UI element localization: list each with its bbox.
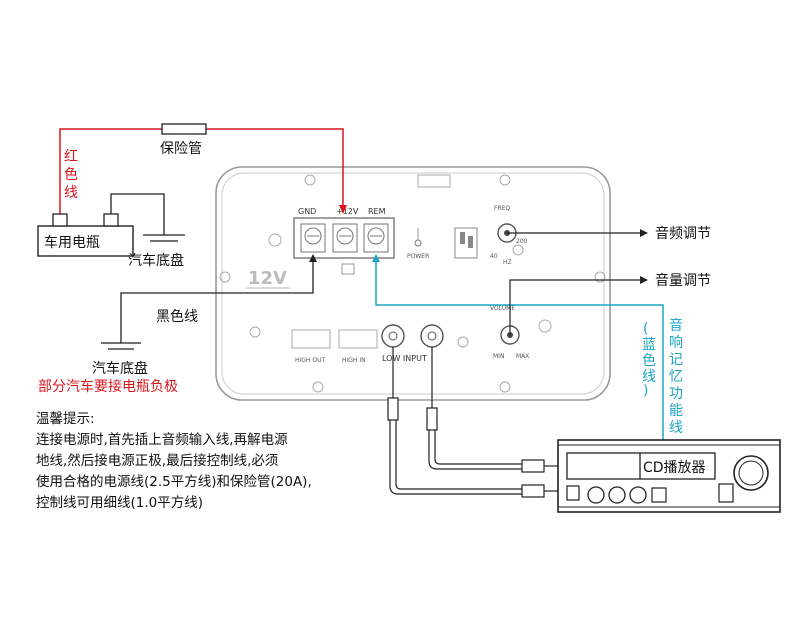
black-wire-label: 黑色线 bbox=[156, 308, 198, 325]
cd-player-label: CD播放器 bbox=[643, 460, 706, 476]
memory-wire-label-5: 功 bbox=[669, 386, 683, 402]
memory-wire-label-6: 能 bbox=[669, 403, 683, 419]
volume-callout bbox=[509, 276, 648, 335]
high-in-label: HIGH IN bbox=[342, 357, 366, 364]
cd-button-3 bbox=[629, 486, 647, 504]
dip-switch bbox=[454, 227, 478, 259]
chassis-ground-symbol-top bbox=[143, 234, 185, 242]
red-power-wire bbox=[59, 128, 347, 215]
fuse-label: 保险管 bbox=[160, 141, 202, 157]
memory-wire-label-1: 音 bbox=[669, 317, 683, 334]
tips-line-4: 控制线可用细线(1.0平方线) bbox=[36, 495, 204, 511]
tips-line-1: 连接电源时,首先插上音频输入线,再解电源 bbox=[36, 432, 288, 448]
high-out-label: HIGH OUT bbox=[295, 357, 325, 364]
12v-mark: 12V bbox=[248, 268, 287, 289]
blue-wire-label-3: 色 bbox=[642, 352, 656, 369]
rca-right-jack bbox=[420, 324, 444, 348]
tips-block: 温馨提示: 连接电源时,首先插上音频输入线,再解电源 地线,然后接电源正极,最后… bbox=[36, 409, 312, 514]
freq-200-label: 200 bbox=[516, 238, 528, 245]
freq-label: FREQ bbox=[494, 205, 510, 212]
red-wire-label-3: 线 bbox=[64, 185, 78, 201]
gnd-label: GND bbox=[298, 207, 316, 216]
fuse-socket bbox=[341, 263, 355, 275]
tips-line-2: 地线,然后接电源正极,最后接控制线,必须 bbox=[36, 453, 279, 469]
rem-label: REM bbox=[368, 207, 386, 216]
battery: 车用电瓶 bbox=[37, 213, 134, 257]
low-input-label: LOW INPUT bbox=[382, 354, 427, 363]
cd-square-button bbox=[651, 487, 667, 503]
negative-note: 部分汽车要接电瓶负极 bbox=[38, 378, 178, 395]
terminal-rem bbox=[363, 223, 389, 253]
chassis-ground-symbol-bottom bbox=[101, 342, 141, 350]
chassis-bottom-label: 汽车底盘 bbox=[92, 360, 148, 377]
high-out-port bbox=[291, 329, 331, 349]
battery-label: 车用电瓶 bbox=[44, 234, 100, 251]
high-in-port bbox=[338, 329, 378, 349]
tips-line-3: 使用合格的电源线(2.5平方线)和保险管(20A), bbox=[36, 474, 312, 490]
freq-callout bbox=[507, 229, 648, 237]
rca-cable-right bbox=[426, 347, 558, 473]
power-label: POWER bbox=[407, 253, 429, 260]
plus12v-label: +12V bbox=[336, 207, 359, 216]
volume-label: VOLUME bbox=[490, 305, 515, 312]
battery-ground-wire bbox=[110, 193, 165, 235]
cd-display bbox=[566, 452, 716, 480]
cd-eject-button bbox=[718, 483, 734, 503]
memory-wire-label-4: 忆 bbox=[669, 369, 683, 385]
blue-wire-label-5: ) bbox=[643, 383, 648, 399]
tips-title: 温馨提示: bbox=[36, 411, 95, 427]
red-wire-label-1: 红 bbox=[64, 149, 78, 165]
black-ground-wire bbox=[120, 254, 317, 343]
memory-wire-label-3: 记 bbox=[669, 352, 683, 368]
blue-wire-label-4: 线 bbox=[642, 369, 656, 385]
memory-wire-label-7: 线 bbox=[669, 420, 683, 436]
terminal-gnd bbox=[300, 223, 326, 253]
red-wire-label-2: 色 bbox=[64, 166, 78, 183]
freq-hz-label: HZ bbox=[503, 259, 512, 266]
blue-wire-label-2: 蓝 bbox=[642, 337, 656, 353]
volume-adjust-label: 音量调节 bbox=[655, 272, 711, 289]
cd-slot-button bbox=[566, 485, 580, 501]
chassis-top-label: 汽车底盘 bbox=[128, 252, 184, 269]
freq-adjust-label: 音频调节 bbox=[655, 225, 711, 242]
min-label: MIN bbox=[493, 353, 504, 360]
cd-button-2 bbox=[608, 486, 626, 504]
rca-left-jack bbox=[381, 324, 405, 348]
cd-button-1 bbox=[587, 486, 605, 504]
blue-wire-label-1: ( bbox=[643, 321, 648, 337]
terminal-12v bbox=[332, 223, 358, 253]
cd-player: CD播放器 bbox=[557, 439, 781, 513]
max-label: MAX bbox=[516, 353, 529, 360]
rca-cable-left bbox=[387, 347, 558, 498]
freq-40-label: 40 bbox=[490, 253, 498, 260]
fuse-symbol bbox=[161, 123, 207, 135]
memory-wire-label-2: 响 bbox=[669, 335, 683, 351]
amplifier-panel: GND +12V REM POWER FREQ bbox=[215, 166, 611, 401]
terminal-block bbox=[293, 217, 395, 259]
cyan-remote-wire bbox=[372, 254, 664, 445]
